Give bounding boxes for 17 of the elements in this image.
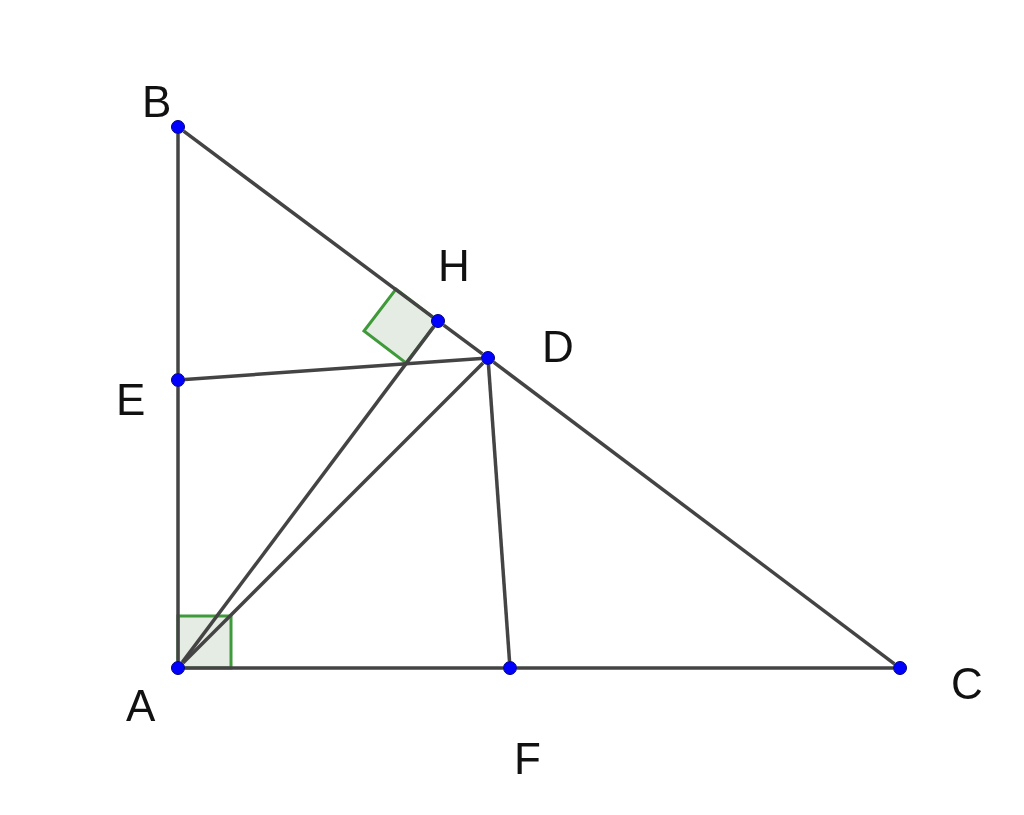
point-label: H [438,242,470,290]
line-segment [517,666,893,670]
line-segment [184,356,482,382]
line-segment [486,364,512,662]
point-label: C [951,660,983,708]
point-label: B [142,78,172,126]
line-segment [182,129,434,319]
line-segment [492,360,896,666]
point-label: E [116,376,146,424]
point-label: D [542,323,574,371]
point-label: A [126,682,156,730]
line-segment [442,323,484,356]
line-segment [176,134,180,373]
line-segment [185,666,503,670]
point-label: F [514,735,541,783]
line-segment [176,387,180,661]
line-segment [181,361,485,665]
